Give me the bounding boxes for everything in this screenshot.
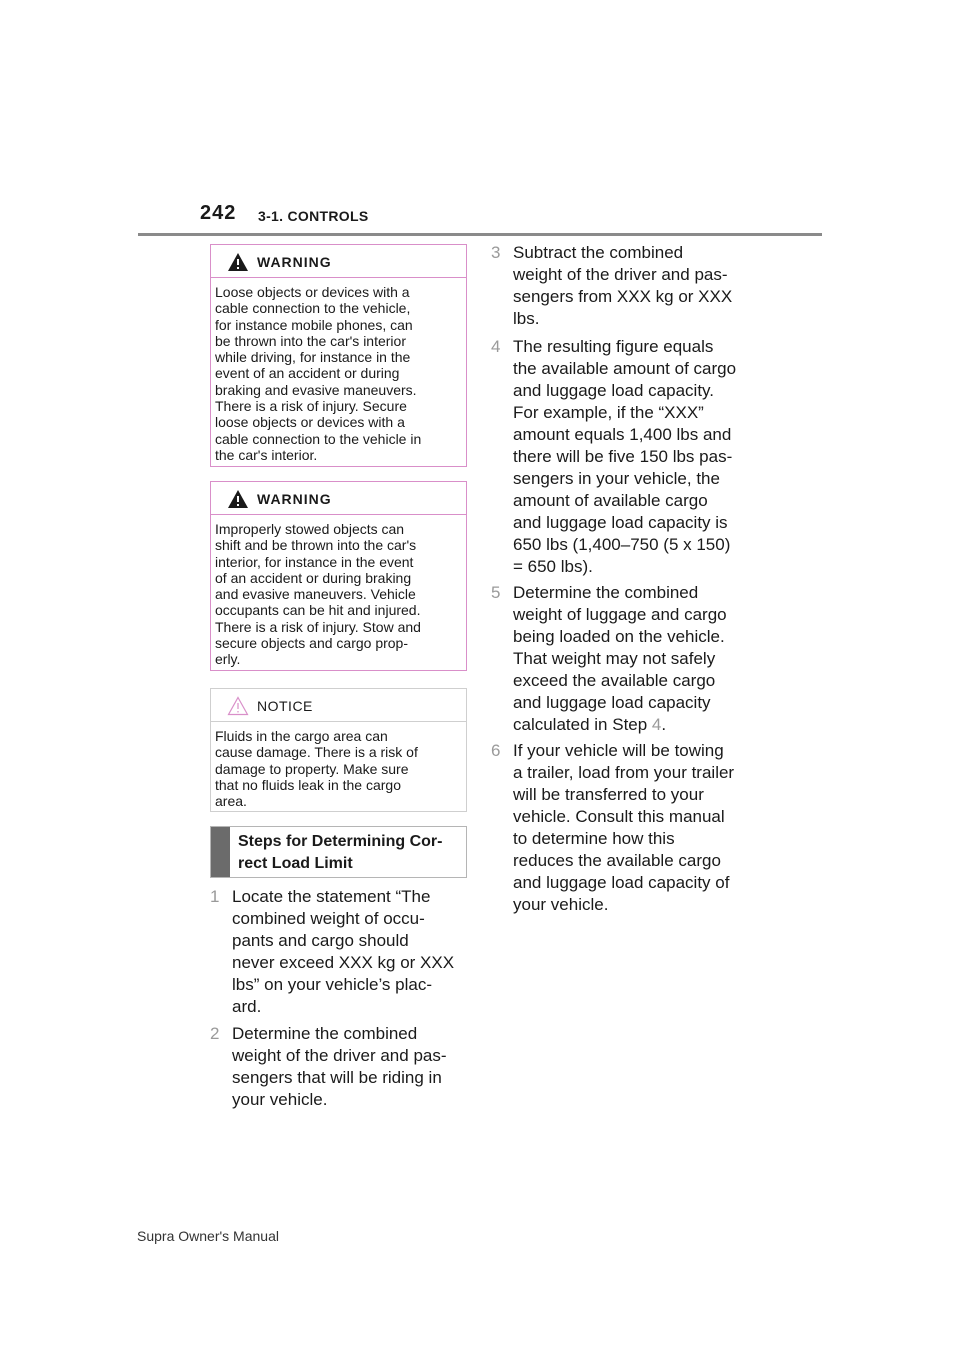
warning-icon [228,253,248,271]
steps-heading-title: Steps for Determining Cor-rect Load Limi… [238,833,443,872]
notice-header: NOTICE [211,689,466,722]
step-number: 6 [491,741,501,760]
section-title: 3-1. CONTROLS [258,208,369,224]
step-number: 2 [210,1024,220,1043]
warning-label: WARNING [257,491,332,507]
step-number: 1 [210,887,220,906]
heading-bar [211,827,230,877]
footer-manual-title: Supra Owner's Manual [137,1228,279,1244]
warning-label: WARNING [257,254,332,270]
warning-header: WARNING [211,245,466,278]
notice-label: NOTICE [257,698,313,714]
steps-heading: Steps for Determining Cor-rect Load Limi… [210,826,467,878]
warning-icon [228,490,248,508]
caution-outline-icon [227,696,249,716]
step-number: 3 [491,243,501,262]
warning-header: WARNING [211,482,466,515]
page-number: 242 [200,202,237,224]
page-header: 242 3-1. CONTROLS [200,202,822,234]
step-reference: 4 [651,715,662,734]
step-number: 5 [491,583,501,602]
header-rule [138,233,822,236]
step-number: 4 [491,337,501,356]
